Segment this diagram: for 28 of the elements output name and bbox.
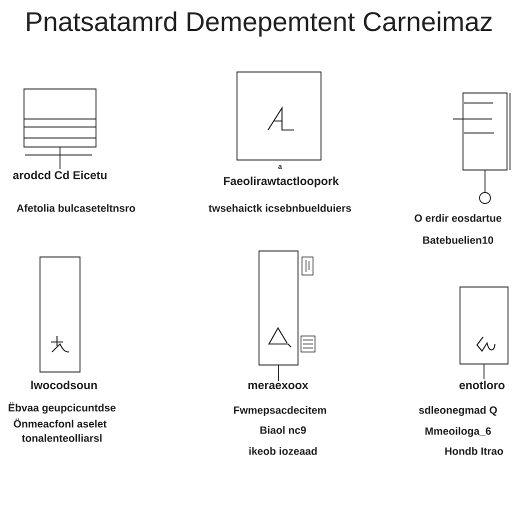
description: twsehaictk icsebnbuelduiers [208, 204, 352, 212]
description: Fwmepsacdecitem [234, 406, 326, 416]
panel-box [40, 256, 80, 372]
description: Önmeacfonl aselet [14, 418, 107, 428]
description: Biaol nc9 [260, 426, 306, 434]
connector-line [278, 365, 279, 382]
description: Faeolirawtactloopork [224, 176, 339, 188]
panel-box [258, 250, 298, 366]
description: Afetolia bulcaseteltnsro [16, 204, 136, 212]
caption: enotloro [459, 380, 505, 390]
description: lwocodsoun [31, 380, 97, 390]
description: ikeob iozeaad [249, 447, 317, 455]
caption: meraexoox [248, 382, 308, 390]
title: Pnatsatamrd Demepemtent Carneimaz [27, 11, 492, 37]
description: Mmeoiloga_6 [425, 427, 491, 437]
panel-box [462, 92, 508, 170]
caption: arodcd Cd Eicetu [13, 170, 106, 180]
panel-box [460, 286, 508, 364]
description: sdleonegmad Q [419, 406, 497, 416]
connector-line [484, 170, 486, 192]
description: Ëbvaa geupcicuntdse [8, 402, 116, 414]
description: tonalenteolliarsl [22, 434, 102, 442]
panel-box [24, 88, 96, 148]
description: O erdir eosdartue [414, 214, 502, 222]
description: Hondb Itrao [445, 447, 504, 455]
description: Batebuelien10 [423, 236, 494, 244]
small-circle [479, 192, 491, 204]
panel-box [236, 72, 322, 160]
